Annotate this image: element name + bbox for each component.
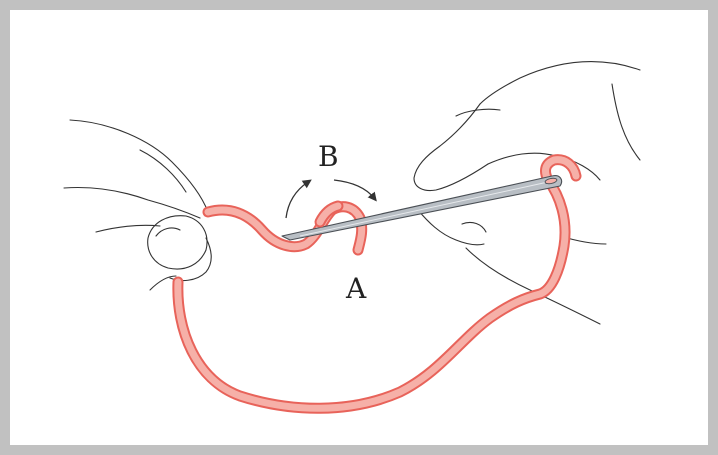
curved-arrow-up-icon (286, 182, 308, 218)
label-a: A (345, 272, 367, 305)
curved-arrow-down-icon (334, 180, 374, 198)
left-hand (64, 120, 211, 290)
thread (178, 160, 576, 409)
label-b: B (318, 140, 339, 173)
